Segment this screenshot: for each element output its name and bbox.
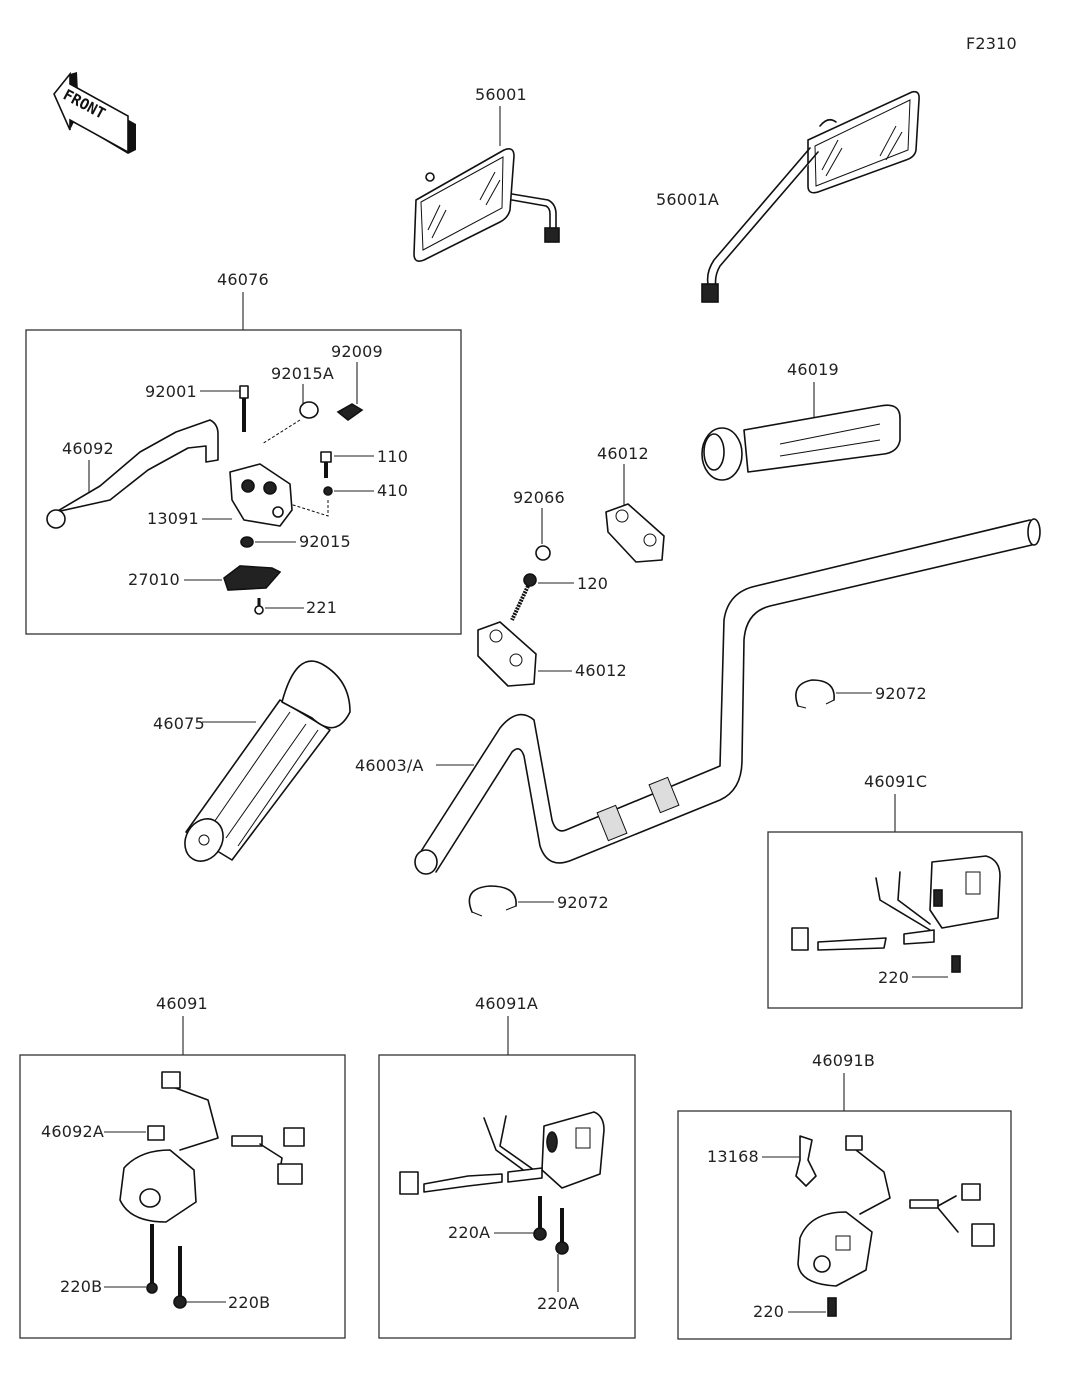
bracket-13091-part bbox=[202, 463, 293, 527]
front-arrow-icon: FRONT bbox=[53, 71, 136, 154]
label-46091A[interactable]: 46091A bbox=[475, 994, 539, 1013]
label-46012-lower[interactable]: 46012 bbox=[575, 661, 627, 680]
label-46092A[interactable]: 46092A bbox=[41, 1122, 105, 1141]
nut-410-part bbox=[289, 486, 374, 517]
bolt-110-part bbox=[320, 451, 374, 478]
switch-46091A-part bbox=[399, 1111, 605, 1292]
switch-46091-part bbox=[104, 1071, 305, 1309]
mirror-right-part bbox=[701, 90, 920, 303]
label-410[interactable]: 410 bbox=[377, 481, 409, 500]
label-92066[interactable]: 92066 bbox=[513, 488, 565, 507]
label-221[interactable]: 221 bbox=[306, 598, 338, 617]
label-92015A[interactable]: 92015A bbox=[271, 364, 335, 383]
label-220-b[interactable]: 220 bbox=[753, 1302, 785, 1321]
clamp-right-part bbox=[795, 679, 872, 709]
label-27010[interactable]: 27010 bbox=[128, 570, 180, 589]
screw-221-part bbox=[254, 598, 304, 615]
switch-46091C-part bbox=[791, 855, 1001, 978]
holder-lower-part bbox=[477, 621, 572, 687]
label-46091C[interactable]: 46091C bbox=[864, 772, 928, 791]
switch-46091B-part bbox=[762, 1135, 995, 1317]
holder-upper-part bbox=[605, 464, 665, 563]
label-92001[interactable]: 92001 bbox=[145, 382, 197, 401]
label-56001A[interactable]: 56001A bbox=[656, 190, 720, 209]
label-120[interactable]: 120 bbox=[577, 574, 609, 593]
label-13091[interactable]: 13091 bbox=[147, 509, 199, 528]
label-92009[interactable]: 92009 bbox=[331, 342, 383, 361]
bolt-92009-part bbox=[336, 362, 364, 422]
label-220B-1[interactable]: 220B bbox=[60, 1277, 103, 1296]
collar-92015A-part bbox=[261, 384, 319, 445]
label-13168[interactable]: 13168 bbox=[707, 1147, 759, 1166]
label-46092[interactable]: 46092 bbox=[62, 439, 114, 458]
figure-code: F2310 bbox=[966, 34, 1017, 53]
label-46091B[interactable]: 46091B bbox=[812, 1051, 876, 1070]
collar-92066-part bbox=[535, 508, 551, 561]
label-220B-2[interactable]: 220B bbox=[228, 1293, 271, 1312]
label-92015[interactable]: 92015 bbox=[299, 532, 351, 551]
label-46012-upper[interactable]: 46012 bbox=[597, 444, 649, 463]
lever-46092-part bbox=[46, 390, 242, 529]
label-92072-right[interactable]: 92072 bbox=[875, 684, 927, 703]
handlebar-part bbox=[414, 518, 1041, 875]
label-46019[interactable]: 46019 bbox=[787, 360, 839, 379]
mirror-left-part bbox=[413, 106, 560, 262]
throttle-grip-part bbox=[701, 382, 901, 481]
bolt-120-part bbox=[510, 573, 574, 621]
nut-92015-part bbox=[240, 536, 296, 548]
left-grip-part bbox=[184, 660, 351, 862]
label-46076[interactable]: 46076 bbox=[217, 270, 269, 289]
label-92072-left[interactable]: 92072 bbox=[557, 893, 609, 912]
label-220-c[interactable]: 220 bbox=[878, 968, 910, 987]
label-110[interactable]: 110 bbox=[377, 447, 409, 466]
bolt-92001-part bbox=[239, 385, 249, 432]
clamp-left-part bbox=[468, 885, 554, 917]
label-220A-1[interactable]: 220A bbox=[448, 1223, 491, 1242]
label-46075[interactable]: 46075 bbox=[153, 714, 205, 733]
switch-27010-part bbox=[184, 565, 282, 591]
label-220A-2[interactable]: 220A bbox=[537, 1294, 580, 1313]
label-56001[interactable]: 56001 bbox=[475, 85, 527, 104]
label-46091[interactable]: 46091 bbox=[156, 994, 208, 1013]
label-46003A[interactable]: 46003/A bbox=[355, 756, 424, 775]
